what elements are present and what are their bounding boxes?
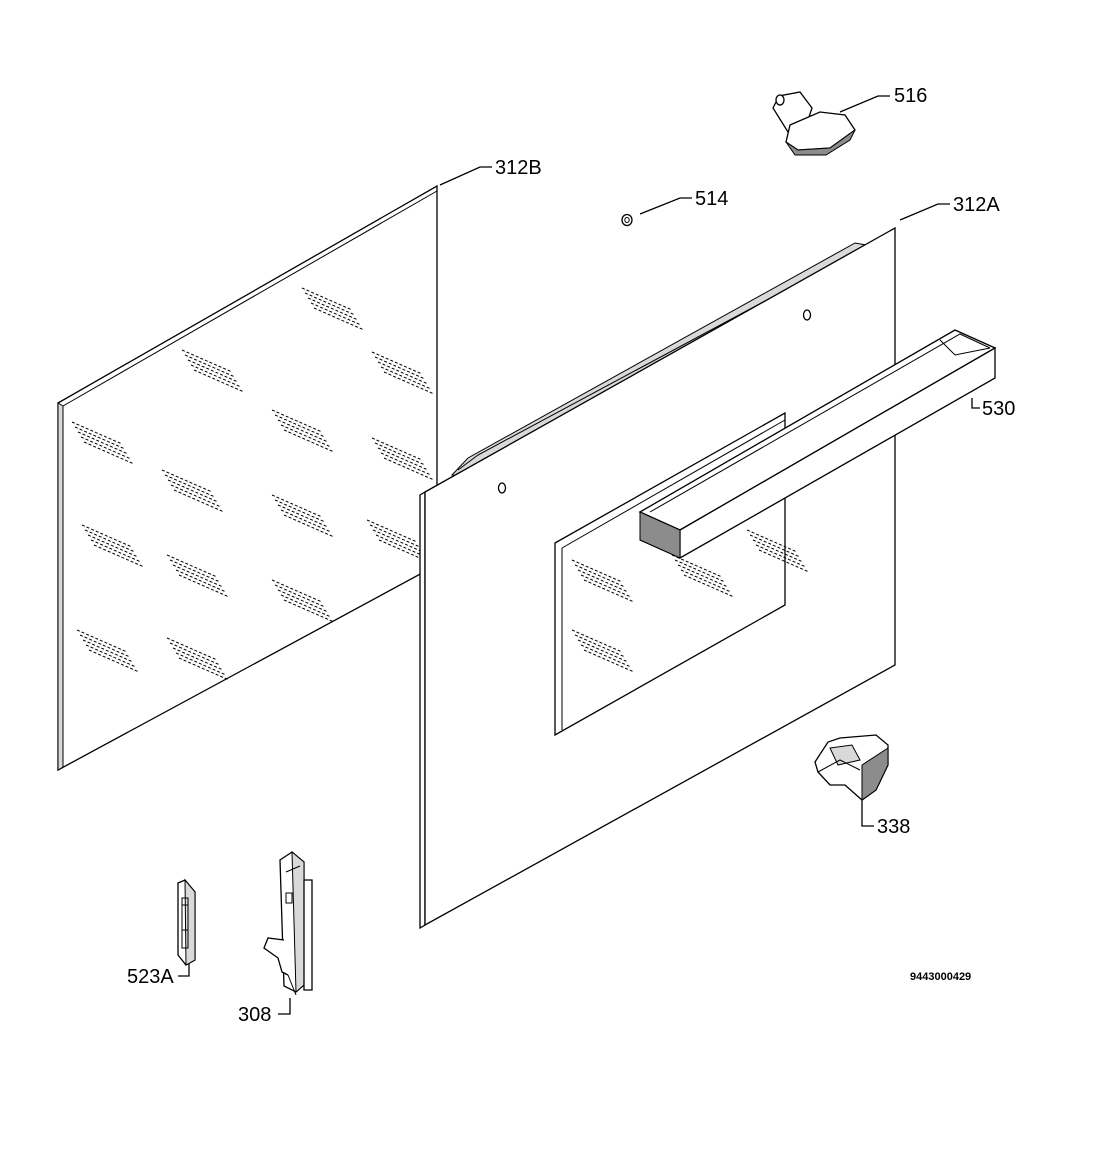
- callout-516: 516: [894, 85, 927, 107]
- glass-print-pattern: [71, 287, 435, 681]
- handle-530[interactable]: [638, 329, 997, 560]
- grommet-514[interactable]: [621, 213, 633, 227]
- callout-308: 308: [238, 1004, 271, 1026]
- leader-lines: [178, 95, 980, 1015]
- window-print-pattern: [571, 529, 810, 673]
- callout-312a: 312A: [953, 194, 1000, 216]
- callout-312b: 312B: [495, 157, 542, 179]
- callout-514: 514: [695, 188, 728, 210]
- document-id: 9443000429: [910, 971, 971, 983]
- hinge-308[interactable]: [263, 850, 313, 996]
- callout-338: 338: [877, 816, 910, 838]
- clip-516[interactable]: [772, 91, 856, 156]
- door-panel-312a[interactable]: [419, 226, 896, 930]
- callout-530: 530: [982, 398, 1015, 420]
- callout-523a: 523A: [127, 966, 174, 988]
- glass-pane-312b[interactable]: [57, 184, 438, 772]
- latch-338[interactable]: [814, 734, 889, 801]
- hinge-receiver-523a[interactable]: [177, 878, 196, 966]
